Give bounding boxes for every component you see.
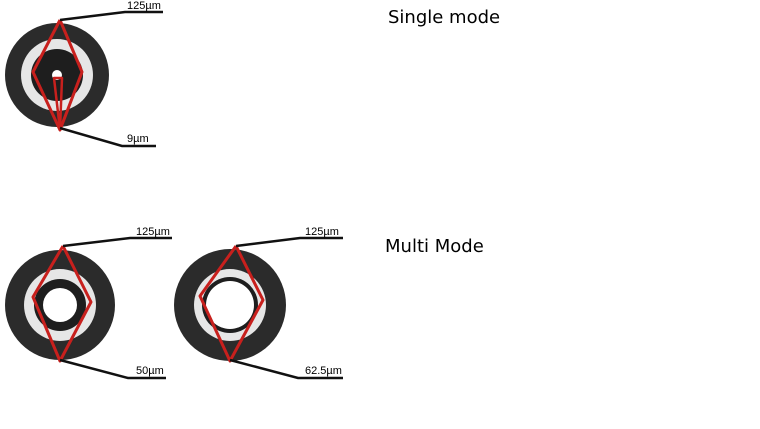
- multi50-core-leader: [59, 358, 166, 380]
- multi62-core-label: 62.5µm: [305, 365, 342, 377]
- multi-mode-fiber-50: 125µm 50µm: [5, 226, 172, 380]
- single-core-leader: [59, 126, 156, 148]
- single-ray-inner: [52, 76, 64, 131]
- single-cladding-label: 125µm: [127, 0, 161, 12]
- multi50-core-label: 50µm: [136, 365, 164, 377]
- multi-mode-fiber-62: 125µm 62.5µm: [174, 226, 343, 380]
- multi62-cladding-label: 125µm: [305, 226, 339, 238]
- single-mode-fiber: 125µm 9µm: [5, 0, 163, 148]
- multi50-cladding-leader: [62, 236, 172, 248]
- multi-mode-title: Multi Mode: [385, 236, 484, 257]
- multi50-cladding-label: 125µm: [136, 226, 170, 238]
- multi62-cladding-leader: [235, 236, 343, 248]
- multi62-core-leader: [229, 358, 343, 380]
- single-mode-title: Single mode: [388, 7, 500, 28]
- multi62-core: [206, 281, 254, 329]
- multi50-core: [43, 288, 77, 322]
- single-cladding-leader: [59, 10, 163, 22]
- single-core-label: 9µm: [127, 133, 149, 145]
